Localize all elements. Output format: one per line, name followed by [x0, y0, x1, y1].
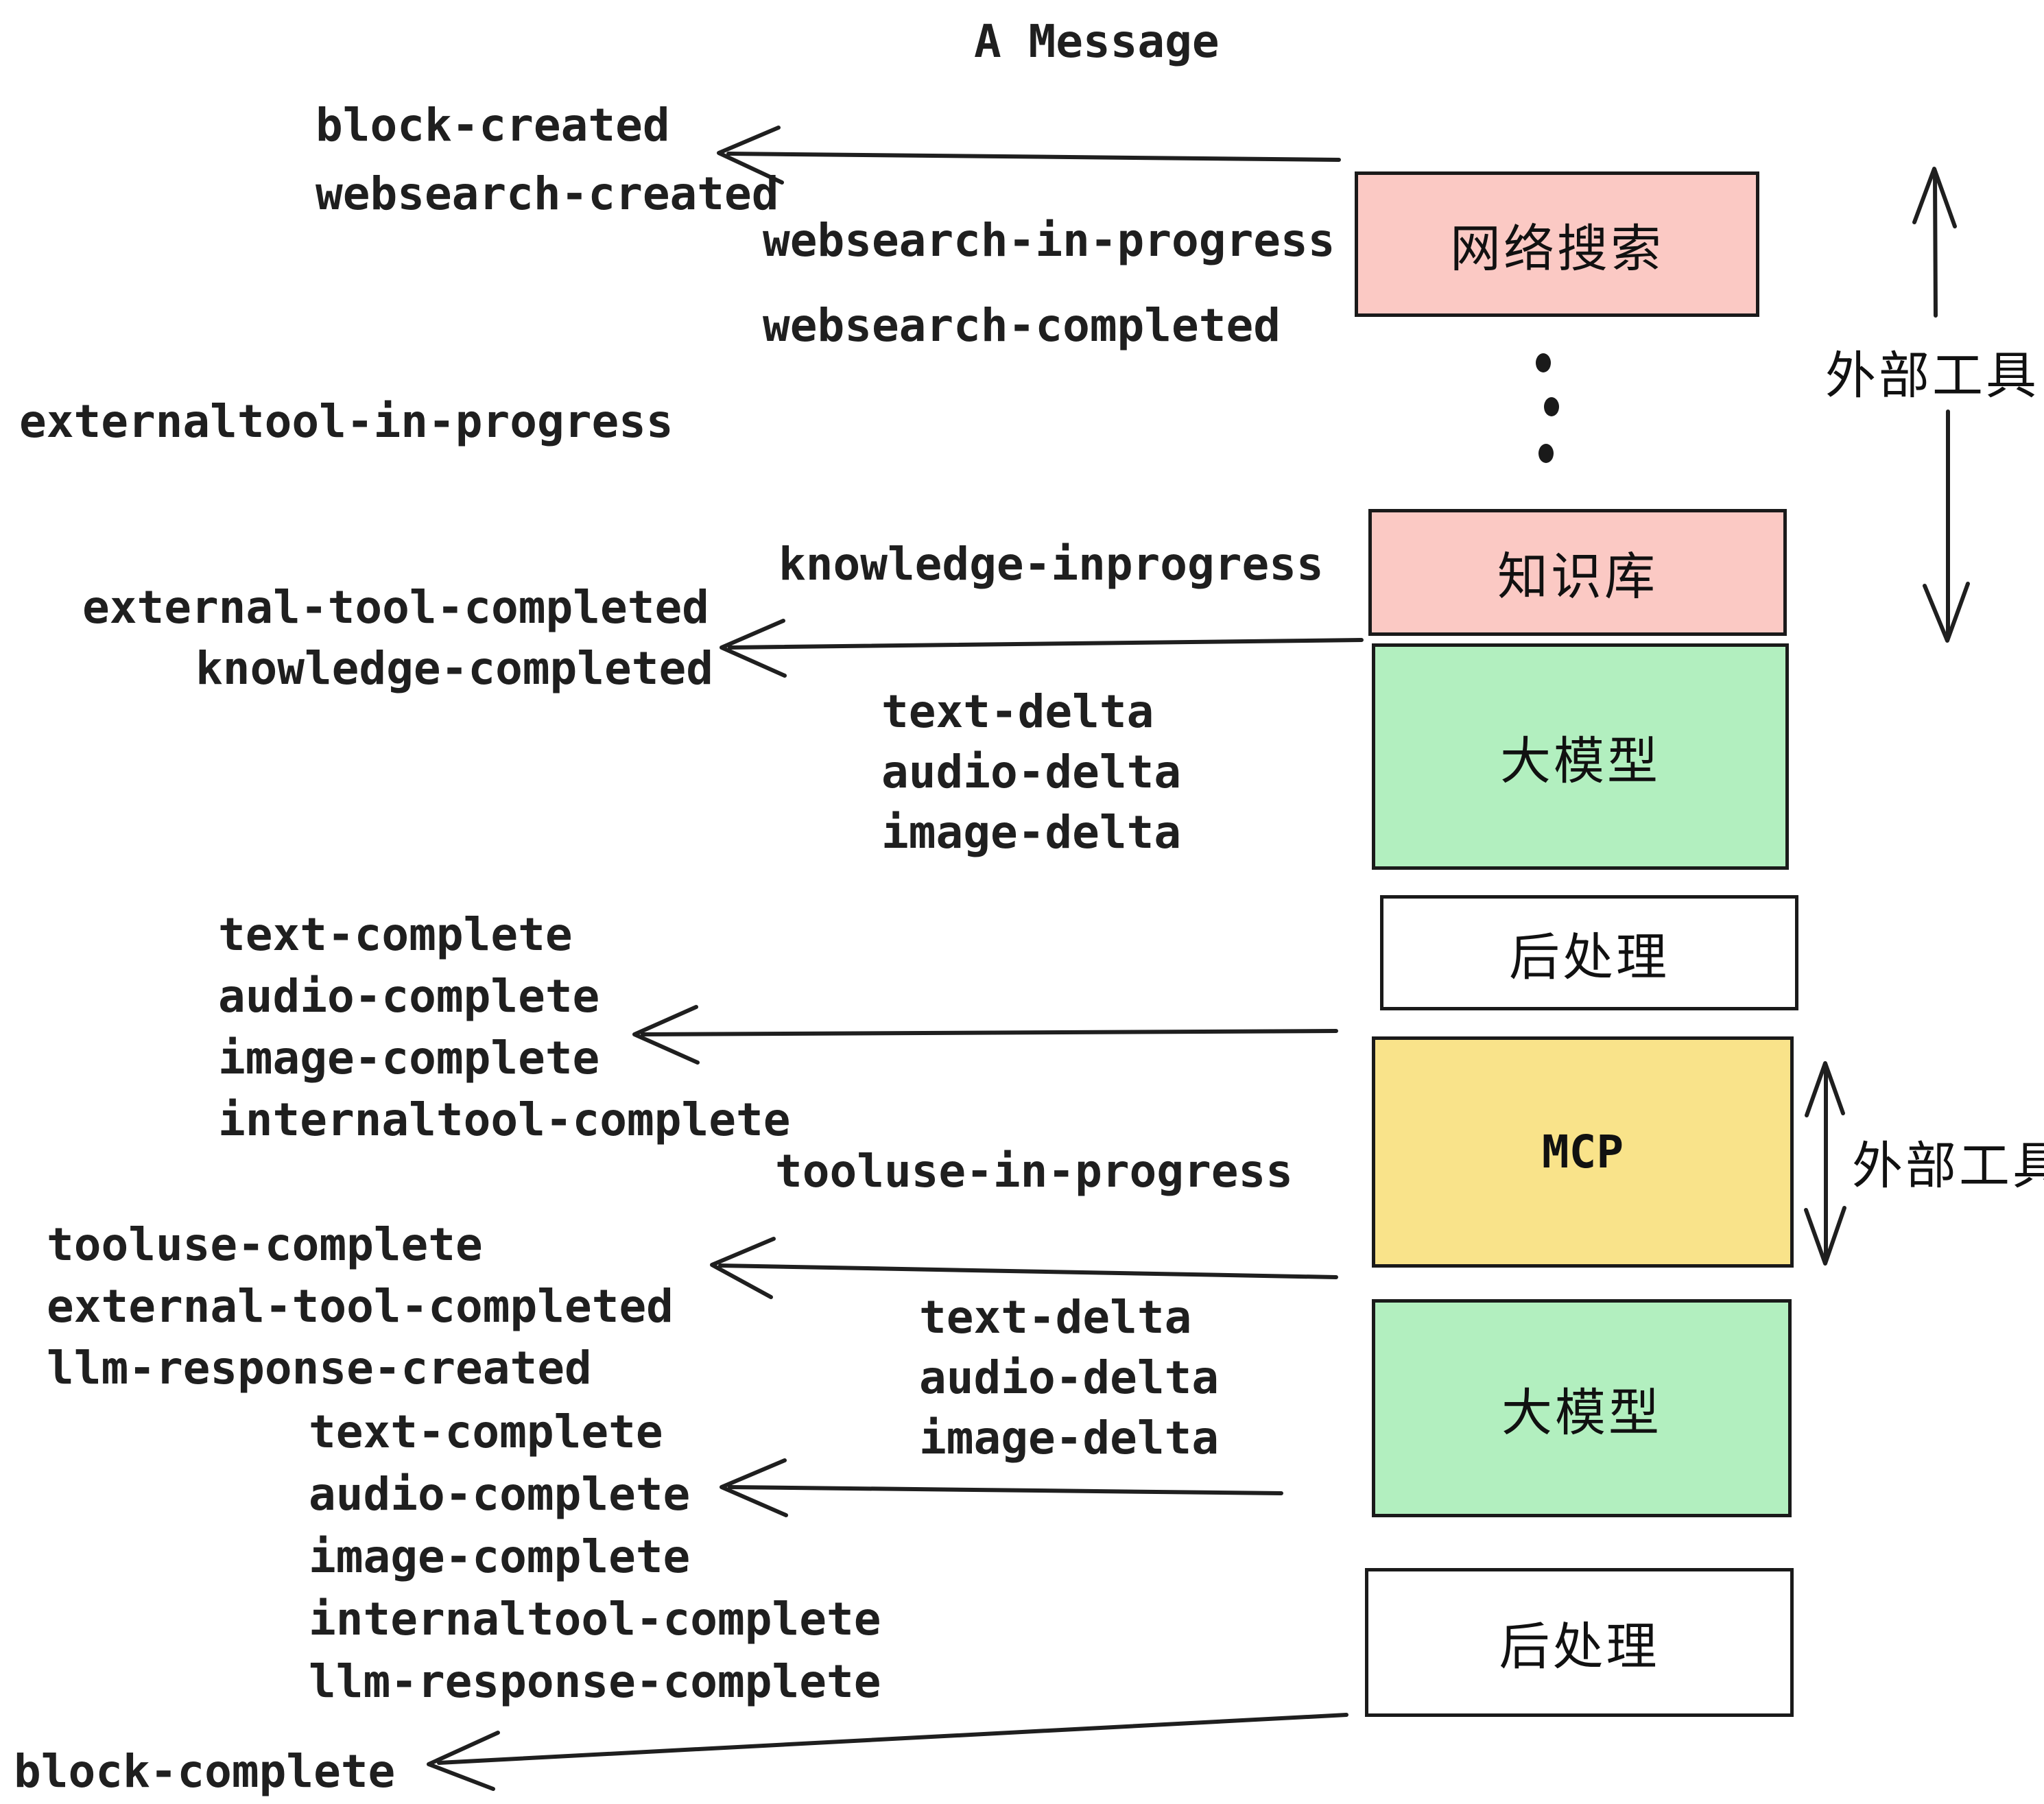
- event-external-tool-completed-2: external-tool-completed: [47, 1280, 674, 1333]
- node-websearch: 网络搜索: [1355, 171, 1759, 317]
- arrow-tooluse-complete: [710, 1237, 1338, 1299]
- node-llm-1-label: 大模型: [1500, 731, 1661, 791]
- event-internaltool-complete-2: internaltool-complete: [309, 1593, 881, 1646]
- event-image-complete-1: image-complete: [218, 1032, 600, 1084]
- event-audio-complete-2: audio-complete: [309, 1468, 691, 1521]
- node-mcp-label: MCP: [1541, 1126, 1624, 1178]
- node-post-1-label: 后处理: [1509, 927, 1669, 987]
- external-tools-label-mid: 外部工具: [1852, 1137, 2044, 1196]
- arrow-block-complete: [427, 1713, 1348, 1791]
- node-llm-1: 大模型: [1372, 643, 1789, 870]
- event-llm-response-complete: llm-response-complete: [309, 1655, 881, 1708]
- node-knowledge: 知识库: [1368, 509, 1787, 636]
- external-tools-arrow-mid: [1804, 1061, 1846, 1266]
- event-llm-response-created: llm-response-created: [47, 1342, 592, 1394]
- node-mcp: MCP: [1372, 1036, 1794, 1268]
- event-websearch-created: websearch-created: [316, 167, 779, 220]
- arrow-knowledge-completed: [720, 619, 1364, 678]
- node-llm-2-label: 大模型: [1501, 1383, 1662, 1443]
- event-tooluse-complete: tooluse-complete: [47, 1218, 483, 1271]
- node-post-2-label: 后处理: [1499, 1617, 1660, 1676]
- node-websearch-label: 网络搜索: [1450, 219, 1664, 278]
- node-knowledge-label: 知识库: [1497, 547, 1658, 606]
- event-text-delta-2: text-delta: [919, 1291, 1192, 1344]
- event-websearch-completed: websearch-completed: [763, 299, 1281, 352]
- event-audio-complete-1: audio-complete: [218, 970, 600, 1023]
- node-post-1: 后处理: [1380, 895, 1798, 1010]
- event-externaltool-in-progress: externaltool-in-progress: [19, 395, 674, 448]
- event-block-created: block-created: [316, 99, 670, 152]
- node-llm-2: 大模型: [1372, 1299, 1792, 1517]
- ellipsis-dots: [1536, 353, 1559, 463]
- event-websearch-in-progress: websearch-in-progress: [763, 214, 1335, 267]
- event-image-delta-2: image-delta: [919, 1412, 1220, 1464]
- event-knowledge-inprogress: knowledge-inprogress: [779, 538, 1324, 591]
- event-text-delta-1: text-delta: [881, 685, 1154, 738]
- arrow-block-created: [717, 126, 1341, 185]
- event-audio-delta-2: audio-delta: [919, 1351, 1220, 1404]
- external-tools-label-top: 外部工具: [1825, 346, 2039, 405]
- event-internaltool-complete-1: internaltool-complete: [218, 1093, 791, 1146]
- event-audio-delta-1: audio-delta: [881, 746, 1182, 798]
- arrow-audio-complete: [720, 1458, 1283, 1517]
- node-post-2: 后处理: [1365, 1568, 1794, 1717]
- external-tools-arrow-top: [1912, 167, 1970, 643]
- event-knowledge-completed: knowledge-completed: [195, 642, 713, 695]
- event-text-complete-2: text-complete: [309, 1405, 663, 1458]
- diagram-title: A Message: [974, 15, 1220, 68]
- event-external-tool-completed: external-tool-completed: [82, 581, 709, 634]
- event-block-complete: block-complete: [14, 1745, 396, 1798]
- event-text-complete-1: text-complete: [218, 908, 573, 961]
- event-image-delta-1: image-delta: [881, 806, 1182, 859]
- arrow-image-complete: [632, 1005, 1338, 1065]
- event-image-complete-2: image-complete: [309, 1530, 691, 1583]
- event-tooluse-in-progress: tooluse-in-progress: [775, 1145, 1293, 1198]
